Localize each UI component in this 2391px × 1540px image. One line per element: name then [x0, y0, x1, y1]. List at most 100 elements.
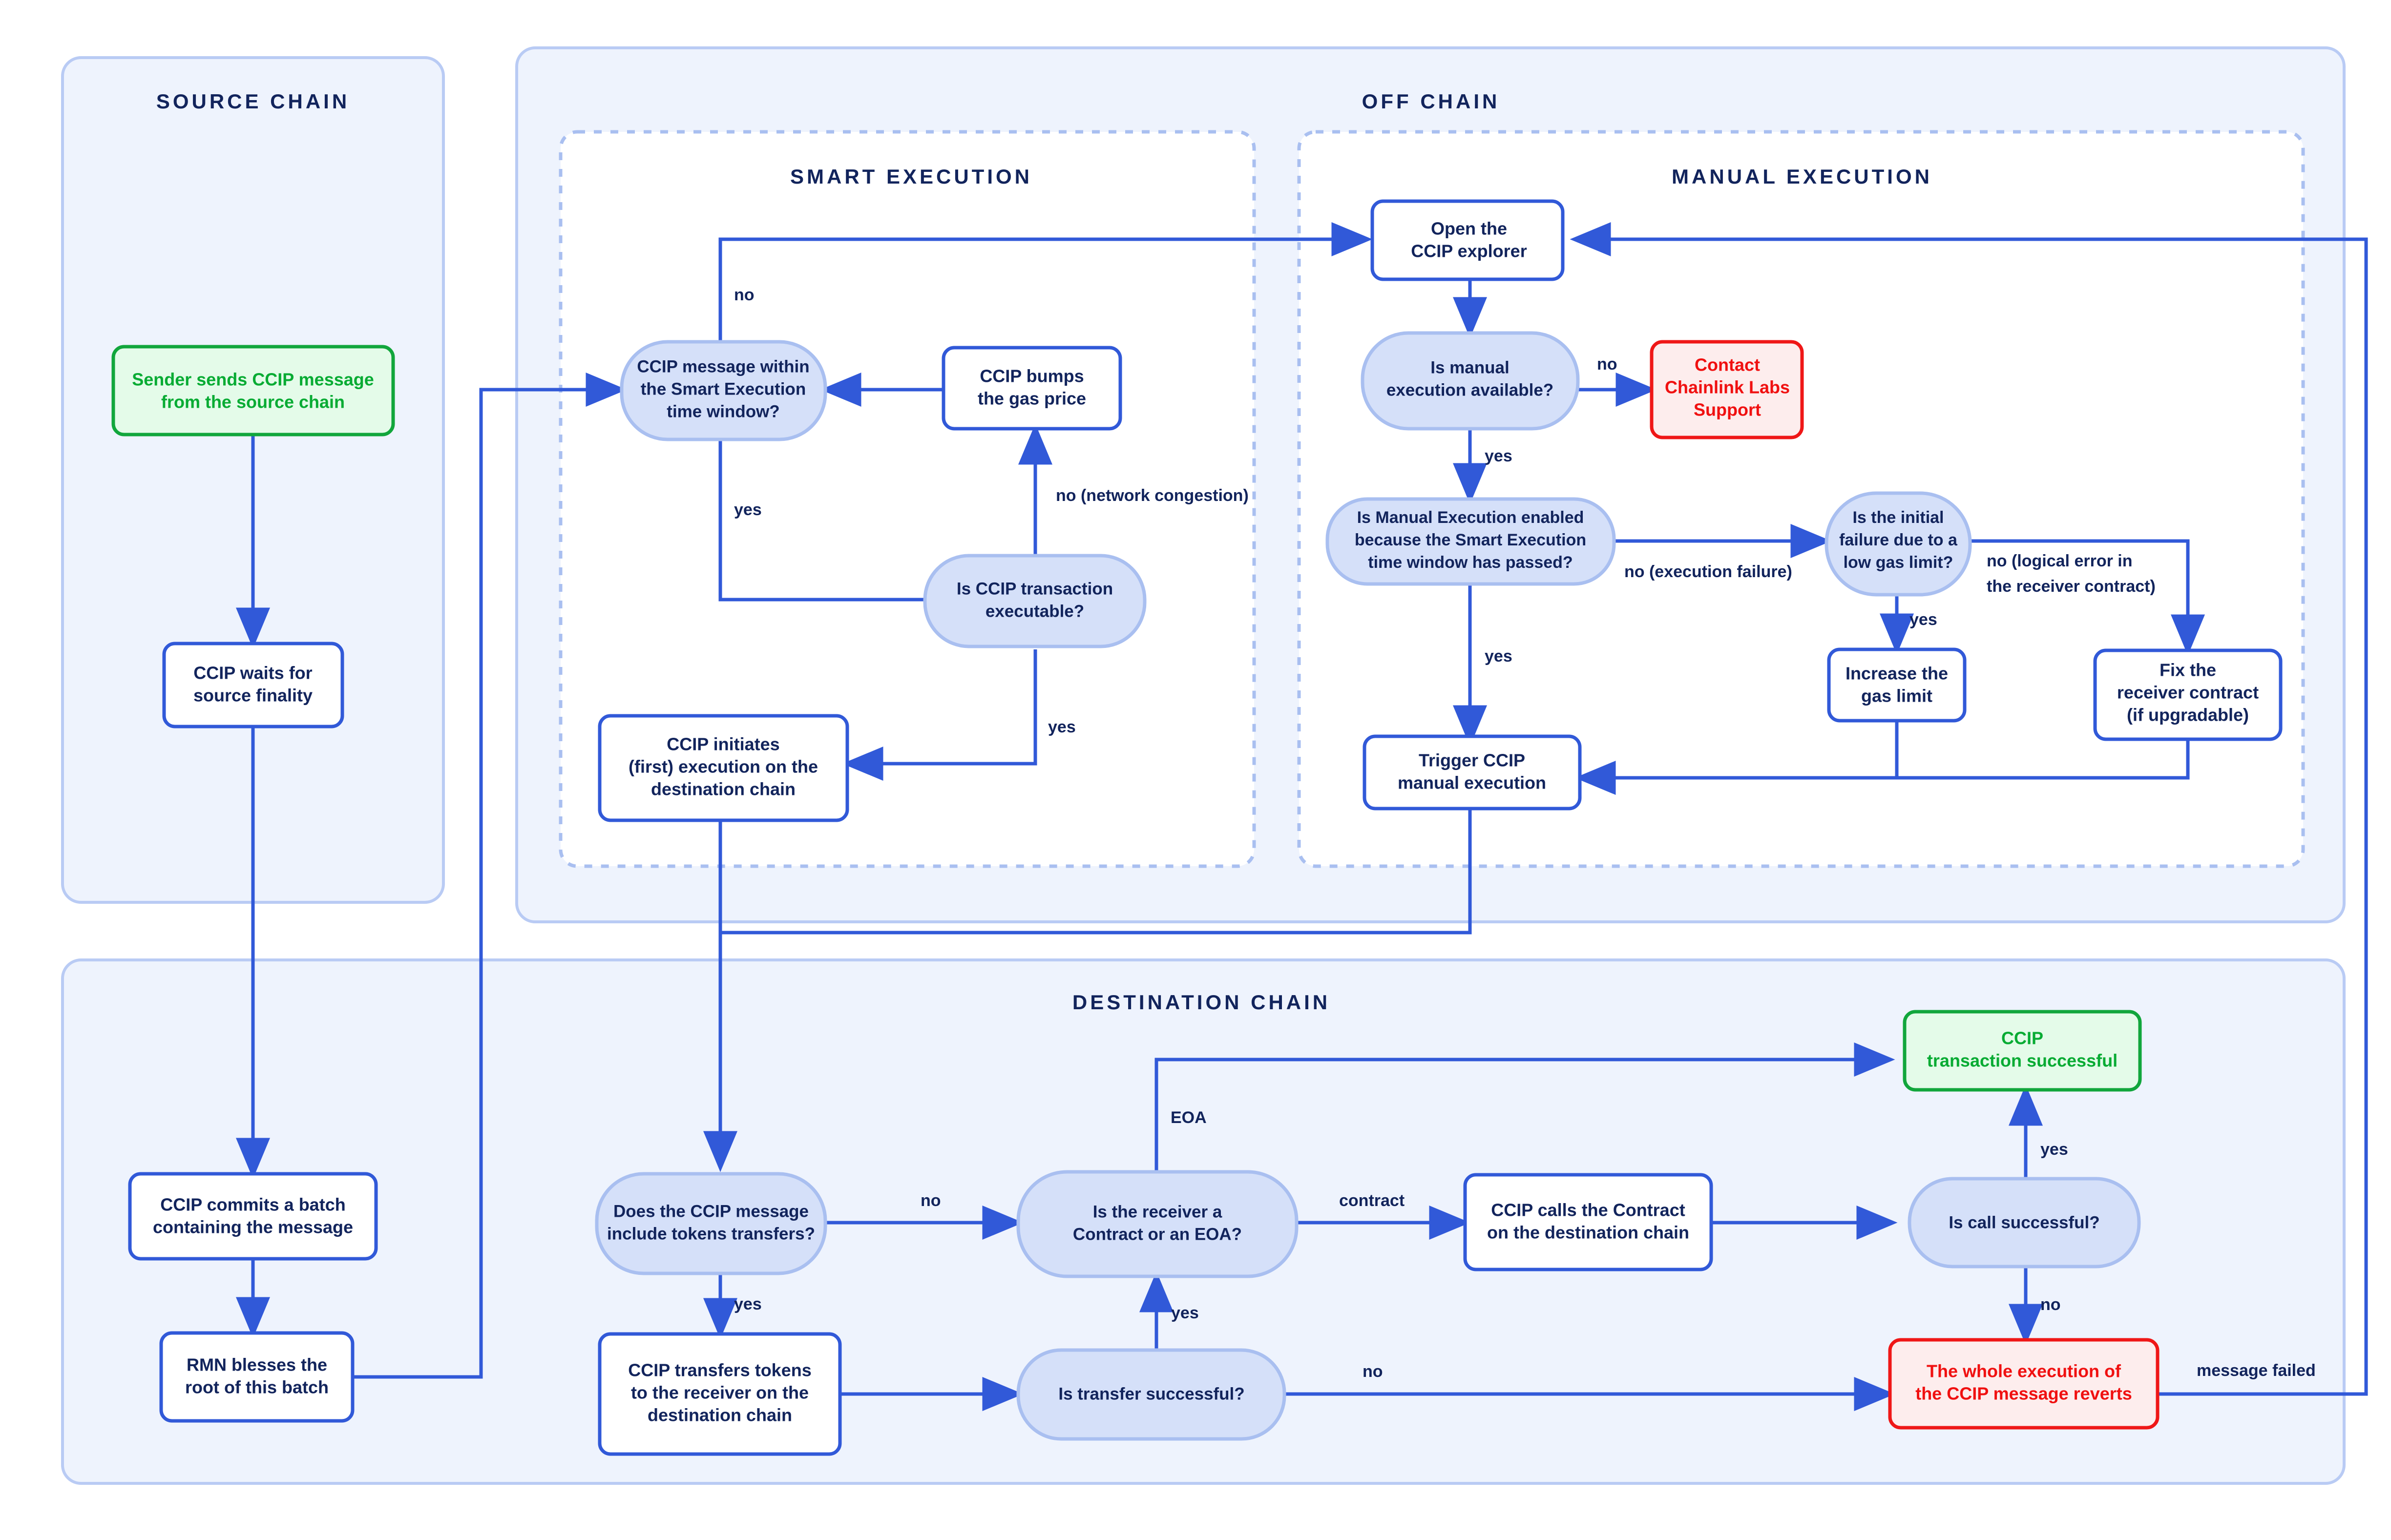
node-calls-contract-line-0: CCIP calls the Contract [1491, 1200, 1685, 1220]
node-contact-support[interactable]: Contact Chainlink Labs Support [1650, 340, 1804, 439]
edge-label-congestion-no: no (network congestion) [1056, 486, 1249, 505]
node-trigger-manual-exec-line-0: Trigger CCIP [1419, 750, 1525, 770]
node-manual-enabled-window-line-0: Is Manual Execution enabled [1357, 508, 1584, 527]
edge-executable-yes-to-initiates [842, 649, 1037, 781]
lane-title-off-chain: OFF CHAIN [1362, 90, 1500, 113]
node-initial-failure-gas-line-2: low gas limit? [1844, 553, 1953, 572]
node-execution-reverts-line-1: the CCIP message reverts [1915, 1384, 2132, 1404]
node-transfers-tokens-line-2: destination chain [648, 1405, 792, 1425]
edge-label-call-yes: yes [2040, 1140, 2068, 1159]
node-initial-failure-gas-line-0: Is the initial [1852, 508, 1944, 527]
edge-label-eoa: EOA [1171, 1108, 1207, 1127]
sublane-title-manual-execution: MANUAL EXECUTION [1672, 165, 1932, 188]
node-transaction-successful[interactable]: CCIP transaction successful [1903, 1010, 2142, 1092]
node-call-successful[interactable]: Is call successful? [1908, 1177, 2141, 1269]
node-ccip-commits-batch[interactable]: CCIP commits a batch containing the mess… [128, 1172, 378, 1261]
node-sender-sends[interactable]: Sender sends CCIP message from the sourc… [111, 345, 395, 437]
edge-label-message-failed: message failed [2197, 1361, 2316, 1380]
edge-label-smart-yes: yes [734, 500, 762, 519]
node-open-explorer-line-0: Open the [1431, 219, 1507, 239]
node-fix-receiver-contract-line-2: (if upgradable) [2127, 705, 2249, 725]
node-execution-reverts[interactable]: The whole execution of the CCIP message … [1888, 1338, 2160, 1430]
edges [236, 222, 2368, 1411]
node-contact-support-line-2: Support [1694, 400, 1761, 420]
node-increase-gas-limit-line-0: Increase the [1846, 664, 1948, 684]
edge-label-smart-no: no [734, 286, 755, 304]
edge-label-gas-limit-yes: yes [1909, 610, 1937, 629]
node-fix-receiver-contract-line-0: Fix the [2160, 660, 2216, 680]
node-calls-contract[interactable]: CCIP calls the Contract on the destinati… [1463, 1173, 1713, 1271]
node-includes-token-transfers[interactable]: Does the CCIP message include tokens tra… [595, 1172, 827, 1275]
node-ccip-initiates-exec-line-2: destination chain [651, 779, 796, 799]
edge-label-transfer-no: no [1363, 1362, 1383, 1381]
node-contact-support-line-0: Contact [1695, 355, 1760, 375]
node-msg-within-window-line-0: CCIP message within [637, 357, 809, 376]
sublane-title-smart-execution: SMART EXECUTION [790, 165, 1032, 188]
node-increase-gas-limit-line-1: gas limit [1861, 686, 1932, 706]
node-msg-within-window[interactable]: CCIP message within the Smart Execution … [620, 340, 827, 441]
node-fix-receiver-contract-line-1: receiver contract [2117, 683, 2259, 703]
node-sender-sends-line-1: from the source chain [161, 392, 345, 412]
node-ccip-commits-batch-line-1: containing the message [153, 1217, 353, 1237]
lane-title-destination-chain: DESTINATION CHAIN [1072, 991, 1330, 1014]
edge-label-group: no yes no (network congestion) yes no ye… [734, 286, 2316, 1381]
node-transfer-successful[interactable]: Is transfer successful? [1016, 1348, 1286, 1441]
node-sender-sends-line-0: Sender sends CCIP message [132, 370, 374, 390]
node-manual-enabled-window-line-1: because the Smart Execution [1355, 531, 1586, 549]
node-receiver-contract-or-eoa[interactable]: Is the receiver a Contract or an EOA? [1016, 1170, 1299, 1278]
node-ccip-initiates-exec[interactable]: CCIP initiates (first) execution on the … [598, 714, 849, 822]
svg-text:the receiver contract): the receiver contract) [1987, 577, 2156, 596]
node-tx-executable-line-1: executable? [986, 602, 1084, 621]
node-transaction-successful-line-0: CCIP [2001, 1028, 2043, 1048]
node-manual-available[interactable]: Is manual execution available? [1361, 331, 1580, 431]
edge-trigger-to-destination [720, 802, 1472, 935]
node-open-explorer-line-1: CCIP explorer [1411, 241, 1527, 261]
node-ccip-commits-batch-line-0: CCIP commits a batch [160, 1195, 345, 1215]
node-manual-enabled-window[interactable]: Is Manual Execution enabled because the … [1325, 497, 1616, 586]
node-calls-contract-line-1: on the destination chain [1487, 1223, 1689, 1243]
node-increase-gas-limit[interactable]: Increase the gas limit [1827, 647, 1967, 723]
node-transfers-tokens-line-0: CCIP transfers tokens [628, 1360, 811, 1380]
node-transfers-tokens-line-1: to the receiver on the [631, 1383, 809, 1403]
edge-label-execution-failure-no: no (execution failure) [1624, 562, 1792, 581]
edge-receiver-eoa-to-success [1154, 1042, 1895, 1172]
edge-label-tokens-yes: yes [734, 1295, 762, 1313]
node-rmn-blesses-root[interactable]: RMN blesses the root of this batch [159, 1331, 355, 1423]
node-transfer-successful-line-0: Is transfer successful? [1058, 1384, 1244, 1403]
edge-fix-to-trigger [1580, 739, 2190, 780]
edge-gasfailure-no-to-fix [1970, 539, 2205, 656]
node-ccip-bumps-gas-line-0: CCIP bumps [980, 366, 1084, 386]
edge-rmn-to-smart-window [353, 373, 627, 1379]
node-fix-receiver-contract[interactable]: Fix the receiver contract (if upgradable… [2093, 648, 2283, 741]
node-trigger-manual-exec[interactable]: Trigger CCIP manual execution [1363, 734, 1582, 811]
node-trigger-manual-exec-line-1: manual execution [1398, 773, 1546, 793]
node-ccip-bumps-gas[interactable]: CCIP bumps the gas price [942, 346, 1122, 431]
edge-window-no-to-explorer [718, 222, 1373, 342]
edge-label-manual-available-yes: yes [1485, 447, 1512, 465]
edge-label-manual-available-no: no [1597, 355, 1617, 374]
node-ccip-waits-finality[interactable]: CCIP waits for source finality [162, 642, 344, 728]
svg-text:no (logical error in: no (logical error in [1987, 552, 2132, 570]
node-transfers-tokens[interactable]: CCIP transfers tokens to the receiver on… [598, 1332, 842, 1456]
edge-label-contract: contract [1339, 1191, 1405, 1210]
lane-title-source-chain: SOURCE CHAIN [156, 90, 350, 113]
node-open-explorer[interactable]: Open the CCIP explorer [1370, 199, 1565, 281]
edge-label-logical-error-no: no (logical error in the receiver contra… [1987, 552, 2156, 596]
node-manual-available-line-0: Is manual [1430, 358, 1509, 377]
node-tx-executable-line-0: Is CCIP transaction [957, 579, 1113, 598]
sublane-smart-execution: SMART EXECUTION [559, 130, 1256, 868]
node-receiver-contract-or-eoa-line-1: Contract or an EOA? [1073, 1225, 1242, 1244]
node-tx-executable[interactable]: Is CCIP transaction executable? [923, 554, 1147, 648]
node-execution-reverts-line-0: The whole execution of [1927, 1361, 2121, 1381]
node-includes-token-transfers-line-1: include tokens transfers? [607, 1224, 815, 1243]
edge-label-call-no: no [2040, 1295, 2061, 1314]
node-manual-available-line-1: execution available? [1386, 380, 1553, 399]
node-rmn-blesses-root-line-0: RMN blesses the [187, 1355, 327, 1375]
node-initial-failure-gas-line-1: failure due to a [1839, 531, 1958, 549]
edge-label-transfer-yes: yes [1171, 1304, 1199, 1322]
node-initial-failure-gas[interactable]: Is the initial failure due to a low gas … [1825, 491, 1972, 597]
sublane-manual-execution: MANUAL EXECUTION [1297, 130, 2305, 868]
edge-label-manual-enabled-yes: yes [1485, 647, 1512, 666]
